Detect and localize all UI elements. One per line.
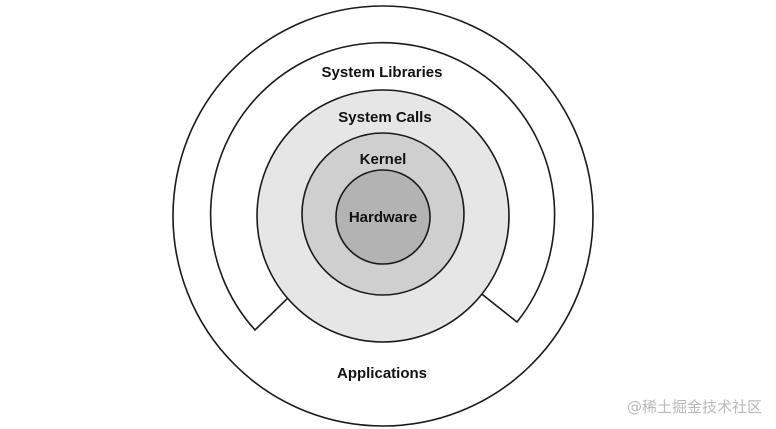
hardware-label: Hardware (349, 209, 417, 226)
kernel-label: Kernel (360, 151, 407, 168)
system-calls-label: System Calls (338, 109, 431, 126)
watermark: @稀土掘金技术社区 (626, 398, 762, 416)
applications-label: Applications (337, 365, 427, 382)
hardware-core (335, 169, 431, 265)
system-libraries-label: System Libraries (322, 64, 443, 81)
